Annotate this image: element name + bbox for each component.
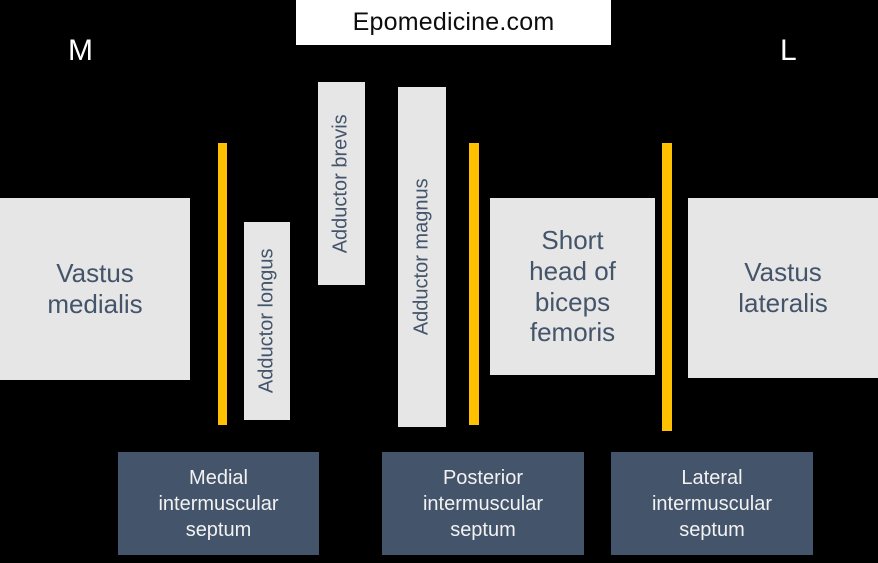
muscle-label-line: Adductor brevis xyxy=(329,114,352,253)
septum-label-line: septum xyxy=(450,518,516,541)
watermark-banner: Epomedicine.com xyxy=(296,0,611,45)
lateral-septum-bar xyxy=(662,143,672,431)
orientation-marker-lateral: L xyxy=(780,34,797,67)
septum-label-line: Lateral xyxy=(681,466,743,489)
muscle-label-line: Adductor longus xyxy=(255,248,278,394)
septum-box-medial-intermuscular-septum: Medial intermuscular septum xyxy=(118,452,319,555)
muscle-label-line: medialis xyxy=(47,289,143,319)
muscle-label-line: biceps xyxy=(534,286,611,317)
septum-label-line: Medial xyxy=(189,466,248,489)
septum-label-line: intermuscular xyxy=(158,492,279,515)
muscle-block-adductor-magnus: Adductor magnus xyxy=(398,87,446,427)
muscle-block-vastus-lateralis: Vastus lateralis xyxy=(688,198,878,378)
septum-label-line: intermuscular xyxy=(651,492,773,515)
muscle-label-line: Short xyxy=(541,225,604,256)
muscle-block-adductor-longus: Adductor longus xyxy=(244,222,290,420)
muscle-label-line: Vastus xyxy=(744,257,822,288)
septum-box-posterior-intermuscular-septum: Posterior intermuscular septum xyxy=(382,452,584,555)
septum-label-line: Posterior xyxy=(442,466,523,489)
muscle-label-line: Adductor magnus xyxy=(410,178,433,336)
muscle-block-vastus-medialis: Vastus medialis xyxy=(0,198,190,380)
muscle-block-adductor-brevis: Adductor brevis xyxy=(318,82,365,285)
orientation-marker-medial: M xyxy=(68,34,93,67)
septum-label-line: septum xyxy=(185,518,252,541)
muscle-label-line: Vastus xyxy=(56,258,134,289)
posterior-septum-bar xyxy=(469,143,479,425)
watermark-text: Epomedicine.com xyxy=(352,8,555,36)
muscle-block-short-head-biceps-femoris: Short head of biceps femoris xyxy=(490,198,655,375)
septum-label-line: intermuscular xyxy=(422,492,544,515)
septum-box-lateral-intermuscular-septum: Lateral intermuscular septum xyxy=(611,452,813,555)
septum-label-line: septum xyxy=(679,518,745,541)
muscle-label-line: femoris xyxy=(529,317,616,348)
muscle-label-line: lateralis xyxy=(738,288,828,318)
muscle-label-line: head of xyxy=(529,255,616,286)
medial-septum-bar xyxy=(218,143,227,425)
